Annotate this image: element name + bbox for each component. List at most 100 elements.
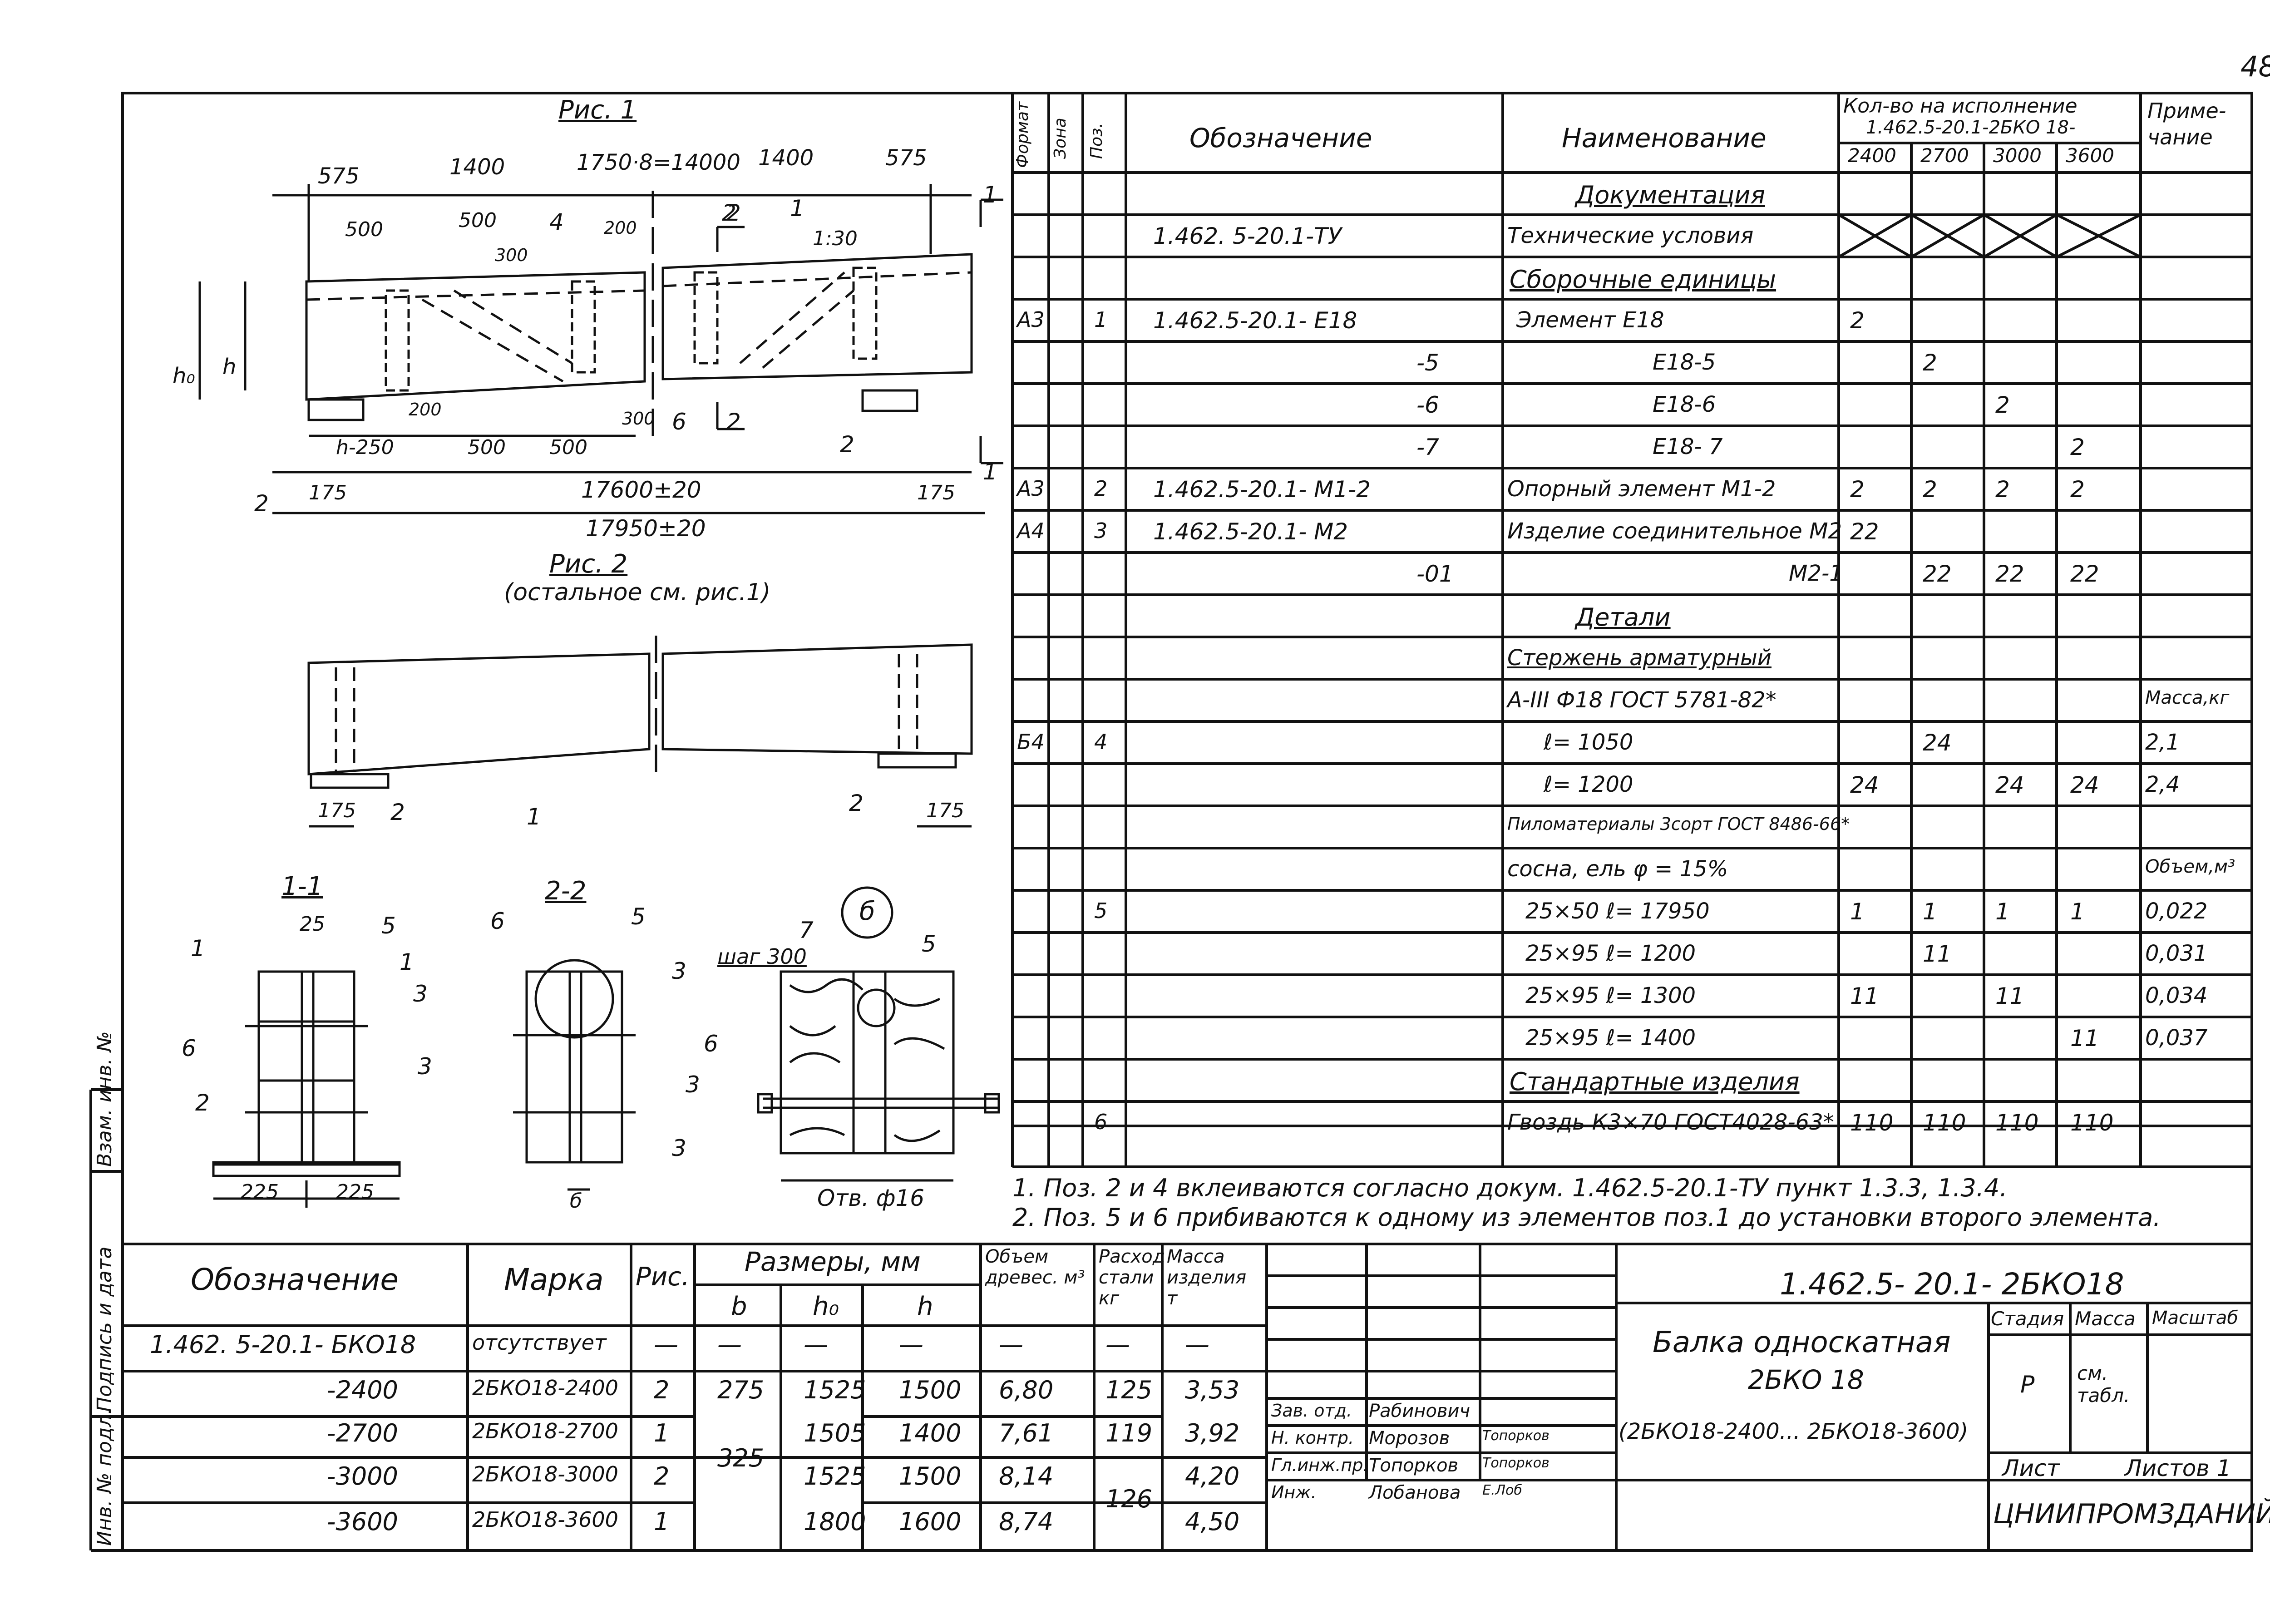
section-2-2-label-6: 6 bbox=[490, 908, 505, 934]
vt-row-mark: отсутствует bbox=[472, 1330, 607, 1355]
spec-row-qty-2700: 110 bbox=[1923, 1110, 1966, 1136]
vt-row-b: — bbox=[717, 1330, 742, 1359]
spec-row-designation: 1.462. 5-20.1-ТУ bbox=[1153, 223, 1342, 249]
fig2-leader-2-left: 2 bbox=[390, 799, 405, 825]
spec-row-name: Стандартные изделия bbox=[1510, 1067, 1800, 1096]
section-1-1-label-1a: 1 bbox=[191, 935, 205, 962]
vt-row-mark: 2БКО18-2400 bbox=[472, 1376, 618, 1400]
spec-row-qty-3600: 2 bbox=[2070, 434, 2085, 460]
vt-row-b: 325 bbox=[717, 1444, 765, 1472]
vt-header-fig: Рис. bbox=[636, 1262, 690, 1292]
vt-row-designation: -2700 bbox=[327, 1419, 398, 1447]
tb-scale-label: Масштаб bbox=[2152, 1308, 2239, 1328]
spec-row-qty-2700: 24 bbox=[1923, 730, 1952, 756]
vt-row-designation: -3000 bbox=[327, 1462, 398, 1491]
spec-row-qty-2700: 1 bbox=[1923, 898, 1937, 925]
spec-row-name: 25×95 ℓ= 1400 bbox=[1525, 1025, 1696, 1051]
vt-row-mass: 4,20 bbox=[1185, 1462, 1240, 1491]
section-2-2-label-3a: 3 bbox=[672, 958, 686, 984]
vt-header-steel: Расход стали кг bbox=[1099, 1246, 1165, 1309]
fig1-leader-1: 1 bbox=[790, 195, 804, 222]
vt-row-mark: 2БКО18-3000 bbox=[472, 1462, 618, 1486]
fig1-dim-200-b: 200 bbox=[409, 400, 442, 420]
section-2-2-title: 2-2 bbox=[545, 876, 587, 906]
tb-org: ЦНИИПРОМЗДАНИЙ bbox=[1993, 1498, 2270, 1530]
tb-name-1: Балка односкатная bbox=[1653, 1326, 1951, 1359]
spec-row-qty-2400: 11 bbox=[1850, 983, 1879, 1009]
fig1-leader-6: 6 bbox=[672, 409, 686, 435]
section-1-1-label-1b: 1 bbox=[400, 949, 414, 975]
tb-person-role: Н. контр. bbox=[1271, 1428, 1354, 1448]
fig1-dim-575-left: 575 bbox=[318, 163, 360, 189]
tb-person-role: Инж. bbox=[1271, 1482, 1317, 1502]
fig2-leader-2-right: 2 bbox=[849, 790, 864, 816]
spec-row-format: Б4 bbox=[1017, 730, 1045, 754]
section-1-1-label-5: 5 bbox=[381, 913, 396, 939]
tb-person-name: Топорков bbox=[1369, 1455, 1459, 1476]
tb-stage: Р bbox=[2020, 1371, 2035, 1398]
spec-row-name: 25×50 ℓ= 17950 bbox=[1525, 898, 1710, 924]
spec-row-name: А-III Ф18 ГОСТ 5781-82* bbox=[1507, 687, 1777, 713]
spec-row-qty-3600: 24 bbox=[2070, 772, 2099, 798]
vt-row-h0: 1505 bbox=[804, 1419, 866, 1447]
tb-person-name: Рабинович bbox=[1369, 1401, 1471, 1422]
spec-row-name: Изделие соединительное М2 bbox=[1507, 518, 1842, 544]
spec-header-designation: Обозначение bbox=[1189, 123, 1372, 153]
vt-row-steel: 126 bbox=[1105, 1485, 1153, 1513]
fig1-slope: 1:30 bbox=[813, 227, 858, 250]
section-1-1-label-3a: 3 bbox=[413, 981, 428, 1007]
spec-row-note: 0,031 bbox=[2145, 941, 2208, 966]
fig1-dim-175-right: 175 bbox=[917, 481, 955, 504]
spec-row-qty-2400: 1 bbox=[1850, 898, 1865, 925]
fig1-dim-total: 1750·8=14000 bbox=[577, 150, 740, 175]
vt-row-steel: 119 bbox=[1105, 1419, 1153, 1447]
tb-person-name: Лобанова bbox=[1369, 1482, 1461, 1503]
spec-row-note: 0,022 bbox=[2145, 898, 2208, 924]
vt-row-fig: 1 bbox=[654, 1507, 670, 1536]
spec-row-name: Детали bbox=[1575, 603, 1671, 632]
section-mark-2-top: 2 bbox=[722, 200, 736, 226]
fig2-dim-right: 175 bbox=[926, 799, 964, 822]
section-1-1-label-3b: 3 bbox=[418, 1053, 432, 1080]
tb-mass: см. табл. bbox=[2077, 1362, 2130, 1407]
spec-header-format: Формат bbox=[1013, 101, 1032, 168]
vt-header-mass: Масса изделия т bbox=[1167, 1246, 1247, 1309]
spec-header-variant-3600: 3600 bbox=[2066, 144, 2114, 167]
spec-row-designation: 1.462.5-20.1- М1-2 bbox=[1153, 476, 1371, 503]
detail-b-step: шаг 300 bbox=[717, 944, 807, 969]
vt-row-designation: -2400 bbox=[327, 1376, 398, 1404]
section-1-1-dim-a: 225 bbox=[241, 1180, 279, 1204]
sheet-number: 48 bbox=[2240, 50, 2270, 83]
spec-row-qty-3000: 1 bbox=[1995, 898, 2010, 925]
section-1-1-label-6: 6 bbox=[182, 1035, 196, 1061]
tb-name-3: (2БКО18-2400... 2БКО18-3600) bbox=[1619, 1419, 1969, 1444]
spec-row-qty-2400: 110 bbox=[1850, 1110, 1894, 1136]
tb-person-sign: Топорков bbox=[1482, 1428, 1550, 1444]
detail-b-label-6: 6 bbox=[704, 1031, 718, 1057]
vt-row-volume: 8,74 bbox=[999, 1507, 1054, 1536]
vt-row-fig: 2 bbox=[654, 1376, 670, 1404]
tb-sheet-label: Лист bbox=[2002, 1455, 2060, 1481]
spec-header-note: Приме- чание bbox=[2147, 99, 2226, 149]
fig1-dim-1400-right: 1400 bbox=[758, 145, 814, 171]
tb-person-role: Зав. отд. bbox=[1271, 1401, 1352, 1421]
fig1-length-2: 17950±20 bbox=[586, 515, 706, 542]
spec-row-qty-2400: 24 bbox=[1850, 772, 1879, 798]
section-2-2-label-3b: 3 bbox=[672, 1135, 686, 1161]
fig1-dim-500-c: 500 bbox=[468, 436, 506, 459]
spec-row-name: Технические условия bbox=[1507, 223, 1754, 248]
spec-row-name: Сборочные единицы bbox=[1510, 265, 1777, 294]
spec-row-qty-3000: 2 bbox=[1995, 392, 2010, 418]
spec-row-note: 2,4 bbox=[2145, 772, 2180, 797]
spec-row-pos: 1 bbox=[1094, 307, 1108, 332]
section-1-1-title: 1-1 bbox=[281, 872, 323, 901]
spec-row-qty-2400: 2 bbox=[1850, 307, 1865, 334]
spec-header-qty-title-2: 1.462.5-20.1-2БКО 18- bbox=[1866, 117, 2076, 138]
fig1-length-1: 17600±20 bbox=[581, 477, 701, 503]
spec-row-designation: 1.462.5-20.1- Е18 bbox=[1153, 307, 1357, 334]
spec-row-name: ℓ= 1200 bbox=[1544, 772, 1633, 797]
vt-row-steel: — bbox=[1105, 1330, 1130, 1359]
vt-row-h: 1500 bbox=[899, 1462, 962, 1491]
vt-header-mark: Марка bbox=[504, 1262, 604, 1297]
section-2-2-label-5: 5 bbox=[631, 903, 646, 930]
